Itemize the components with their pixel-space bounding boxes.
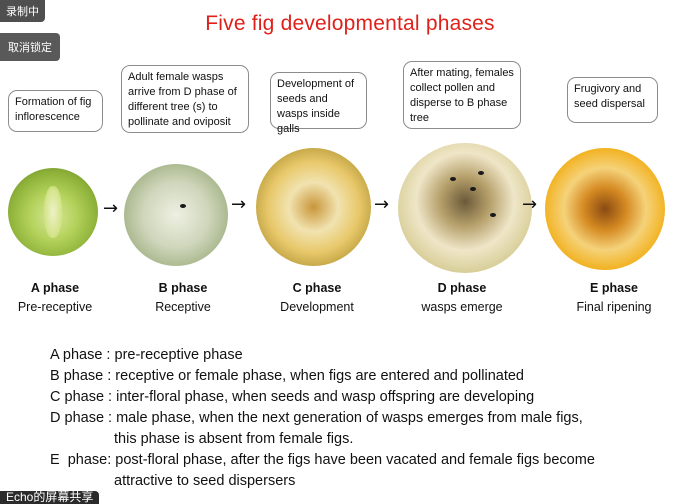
desc-key: B phase :: [50, 368, 116, 384]
arrow-d-e: →: [522, 194, 538, 215]
phase-a-name: A phase: [30, 281, 80, 295]
diagram-title: Five fig developmental phases: [205, 12, 495, 35]
cancel-lock-button[interactable]: 取消锁定: [0, 33, 60, 61]
desc-text: male phase, when the next generation of …: [116, 410, 583, 426]
phase-b-sub: Receptive: [155, 300, 211, 314]
phase-descriptions: A phase : pre-receptive phase B phase : …: [50, 345, 670, 492]
desc-key: C phase :: [50, 389, 117, 405]
desc-text: receptive or female phase, when figs are…: [115, 368, 524, 384]
phase-d-name: D phase: [437, 281, 487, 295]
desc-row-b: B phase : receptive or female phase, whe…: [50, 366, 670, 387]
fig-a-image: [8, 168, 98, 256]
callout-c: Development of seeds and wasps inside ga…: [270, 72, 367, 135]
callout-d: After mating, females collect pollen and…: [403, 61, 521, 129]
desc-row-e: E phase: post-floral phase, after the fi…: [50, 450, 670, 471]
phase-e-name: E phase: [590, 281, 638, 295]
phase-a-sub: Pre-receptive: [17, 300, 93, 314]
desc-row-d: D phase : male phase, when the next gene…: [50, 408, 670, 429]
callout-a: Formation of fig inflorescence: [8, 90, 103, 132]
phase-c-sub: Development: [280, 300, 354, 314]
fig-c-image: [256, 148, 371, 266]
phase-d-sub: wasps emerge: [421, 300, 503, 314]
fig-e-image: [545, 148, 665, 270]
desc-text: pre-receptive phase: [114, 347, 243, 363]
fig-d-image: [398, 143, 532, 273]
desc-text: inter-floral phase, when seeds and wasp …: [116, 389, 535, 405]
screen-share-watermark: Echo的屏幕共享: [0, 491, 100, 504]
desc-key: D phase :: [50, 410, 117, 426]
desc-row-c: C phase : inter-floral phase, when seeds…: [50, 387, 670, 408]
phase-b-name: B phase: [158, 281, 208, 295]
recording-indicator: 录制中: [0, 0, 45, 22]
phase-e-sub: Final ripening: [576, 300, 652, 314]
arrow-c-d: →: [374, 194, 390, 215]
desc-continuation-e: attractive to seed dispersers: [114, 473, 296, 489]
desc-continuation-d: this phase is absent from female figs.: [114, 431, 354, 447]
fig-b-image: [124, 164, 228, 266]
desc-key: A phase :: [50, 347, 115, 363]
callout-e: Frugivory and seed dispersal: [567, 77, 658, 123]
arrow-b-c: →: [231, 194, 247, 215]
callout-b: Adult female wasps arrive from D phase o…: [121, 65, 249, 133]
desc-key: E phase:: [50, 452, 116, 468]
phase-c-name: C phase: [292, 281, 342, 295]
arrow-a-b: →: [103, 198, 119, 219]
desc-text: post-floral phase, after the figs have b…: [115, 452, 595, 468]
desc-row-a: A phase : pre-receptive phase: [50, 345, 670, 366]
